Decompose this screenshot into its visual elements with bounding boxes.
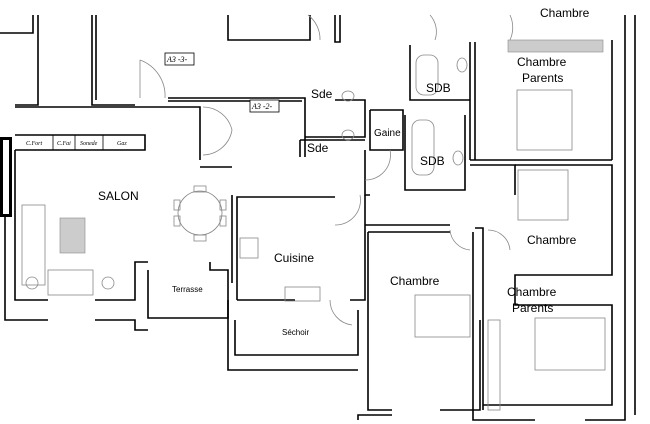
room-label: Chambre bbox=[507, 285, 557, 299]
unit-tag: A3 -3- bbox=[166, 55, 188, 64]
bed bbox=[517, 169, 569, 221]
bathtub bbox=[411, 119, 435, 176]
unit-tag: A3 -2- bbox=[251, 102, 273, 111]
bed bbox=[516, 89, 573, 151]
room-label: SALON bbox=[98, 189, 139, 203]
cabinet-label: Gaz bbox=[117, 141, 127, 147]
cabinet-label: C.Fort bbox=[26, 141, 43, 147]
room-label: Séchoir bbox=[282, 328, 309, 337]
stove bbox=[239, 237, 259, 259]
room-label: Gaine bbox=[374, 128, 401, 139]
toilet bbox=[341, 90, 355, 102]
wardrobe bbox=[487, 319, 501, 411]
walls bbox=[0, 15, 636, 421]
bed bbox=[414, 294, 471, 338]
sink bbox=[284, 286, 321, 302]
room-label: Chambre bbox=[540, 6, 590, 20]
room-label: Sde bbox=[307, 141, 329, 155]
coffee-table bbox=[59, 217, 86, 254]
room-label: Cuisine bbox=[274, 251, 314, 265]
sofa bbox=[47, 269, 94, 296]
room-label: SDB bbox=[426, 81, 451, 95]
doors bbox=[139, 14, 514, 326]
room-label: Chambre bbox=[390, 274, 440, 288]
room-label: SDB bbox=[420, 154, 445, 168]
room-label: Chambre bbox=[517, 55, 567, 69]
cabinet-label: Sonede bbox=[80, 141, 98, 147]
room-label: Parents bbox=[522, 71, 563, 85]
bathtub bbox=[415, 54, 439, 96]
toilet bbox=[341, 129, 355, 141]
room-label: Parents bbox=[512, 301, 553, 315]
toilet bbox=[456, 57, 468, 73]
sofa bbox=[21, 204, 46, 286]
bed bbox=[534, 317, 606, 371]
room-label: Chambre bbox=[527, 233, 577, 247]
room-label: Terrasse bbox=[172, 285, 203, 294]
sink bbox=[452, 150, 464, 166]
room-label: Sde bbox=[311, 87, 333, 101]
wardrobe bbox=[507, 39, 604, 53]
cabinet-label: C.Fai bbox=[57, 141, 71, 147]
dining-table bbox=[177, 190, 223, 236]
furniture bbox=[21, 39, 606, 411]
